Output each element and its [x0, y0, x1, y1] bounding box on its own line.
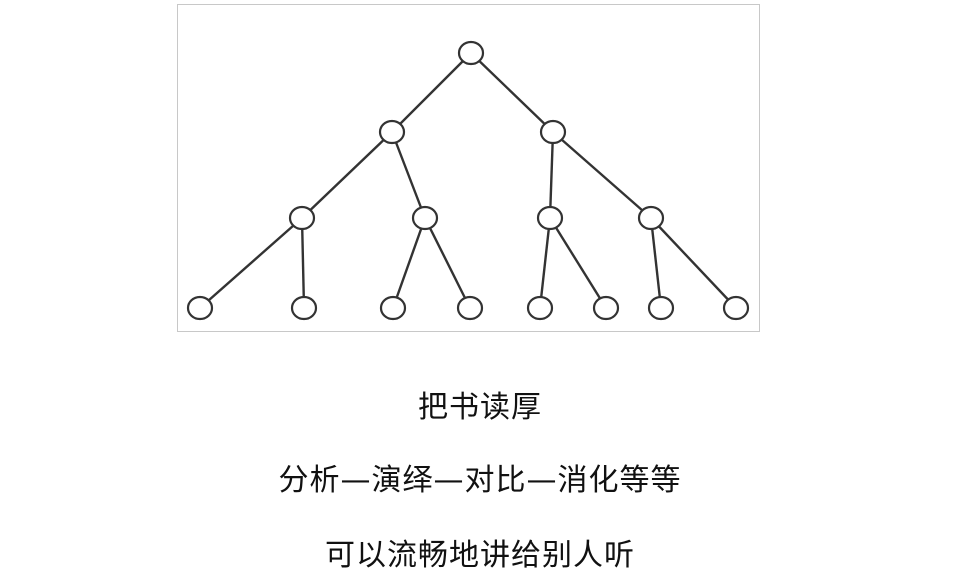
tree-edge-a2-l4	[423, 217, 472, 309]
tree-node-l4	[456, 295, 484, 321]
tree-edge-b-b1	[548, 131, 555, 219]
tree-edge-r-b	[470, 52, 554, 133]
tree-node-a2	[411, 205, 439, 231]
tree-edge-b-b2	[552, 131, 652, 219]
tree-edge-a-a1	[301, 131, 393, 219]
diagram-frame	[177, 4, 760, 332]
tree-node-l6	[592, 295, 620, 321]
tree-edge-b1-l5	[538, 217, 552, 309]
tree-node-a	[378, 119, 406, 145]
tree-edges	[199, 52, 737, 309]
tree-edge-a1-l2	[300, 217, 306, 309]
caption-read-thick: 把书读厚	[418, 390, 542, 425]
tree-edge-b2-l7	[649, 217, 663, 309]
tree-edge-r-a	[391, 52, 472, 133]
tree-diagram	[186, 40, 750, 321]
tree-node-l8	[722, 295, 750, 321]
tree-node-b	[539, 119, 567, 145]
tree-node-l2	[290, 295, 318, 321]
tree-node-l1	[186, 295, 214, 321]
tree-node-a1	[288, 205, 316, 231]
tree-edge-a2-l3	[391, 217, 427, 309]
tree-edge-a1-l1	[199, 217, 303, 309]
tree-node-r	[457, 40, 485, 66]
tree-edge-a-a2	[390, 131, 427, 219]
tree-edge-b1-l6	[548, 217, 608, 309]
tree-edge-b2-l8	[650, 217, 737, 309]
tree-node-b1	[536, 205, 564, 231]
tree-nodes	[186, 40, 750, 321]
tree-node-l3	[379, 295, 407, 321]
caption-analyze-steps: 分析—演绎—对比—消化等等	[278, 463, 682, 498]
tree-node-b2	[637, 205, 665, 231]
tree-node-l5	[526, 295, 554, 321]
caption-explain-fluently: 可以流畅地讲给别人听	[325, 538, 635, 573]
tree-node-l7	[647, 295, 675, 321]
